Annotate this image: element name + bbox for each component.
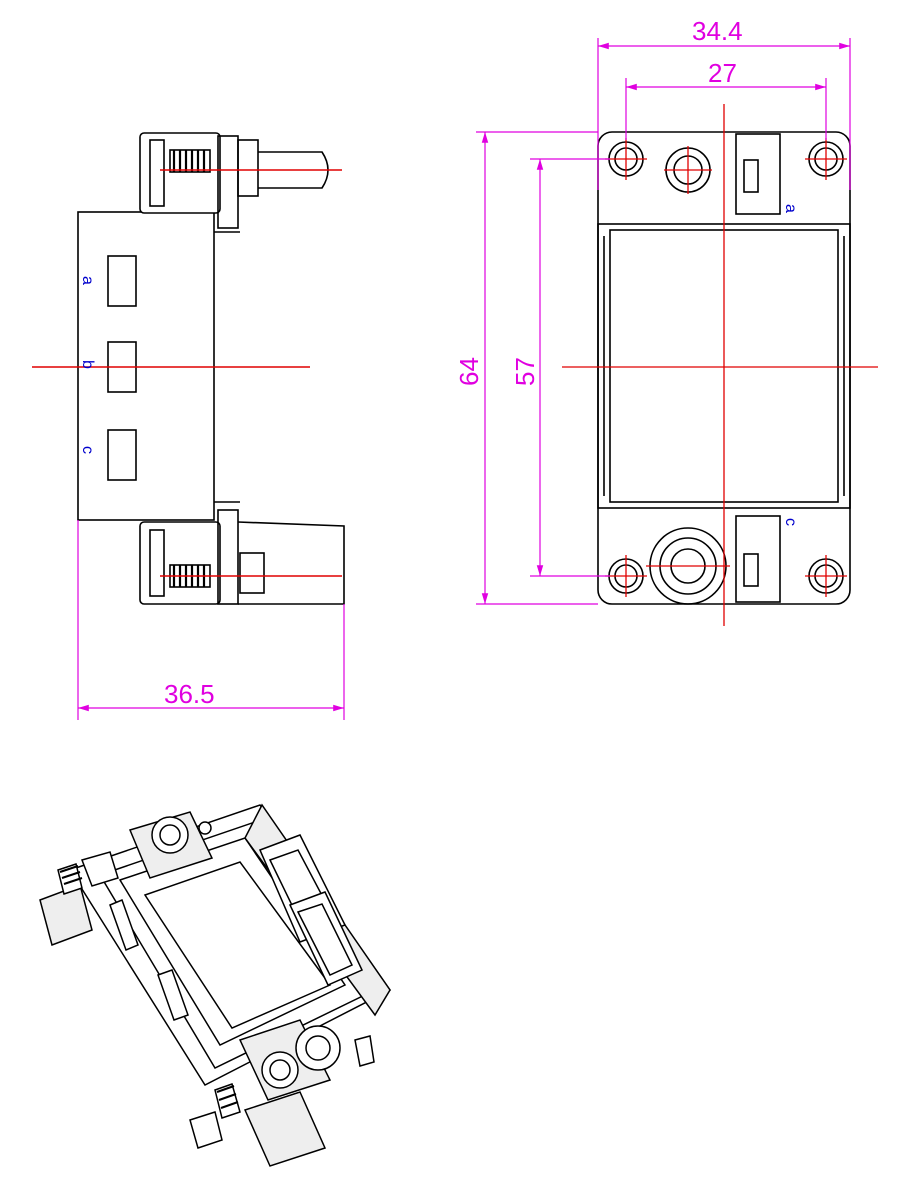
side-bottom-clamp <box>139 521 221 605</box>
side-label-a: a <box>79 276 96 285</box>
isometric-view <box>39 803 392 1167</box>
dim-depth-text: 36.5 <box>164 679 215 709</box>
dim-height-overall-text: 64 <box>454 357 484 386</box>
dim-front-lines <box>476 38 851 605</box>
front-label-a: a <box>782 204 799 213</box>
dim-height-holes-text: 57 <box>510 357 540 386</box>
side-window-c <box>107 429 137 481</box>
side-top-clamp <box>139 132 221 214</box>
side-label-c: c <box>79 446 96 454</box>
dim-depth <box>77 520 345 720</box>
side-view <box>77 132 345 605</box>
front-crosshairs <box>562 104 878 626</box>
side-body <box>77 211 215 521</box>
front-latch-bottom <box>735 515 781 603</box>
dim-width-holes-text: 27 <box>708 58 737 88</box>
front-latch-top <box>735 133 781 215</box>
front-label-c: c <box>782 518 799 526</box>
side-centerlines <box>32 169 342 577</box>
side-top-screw <box>169 149 211 173</box>
side-label-b: b <box>79 360 96 369</box>
side-window-a <box>107 255 137 307</box>
dim-width-overall-text: 34.4 <box>692 16 743 46</box>
